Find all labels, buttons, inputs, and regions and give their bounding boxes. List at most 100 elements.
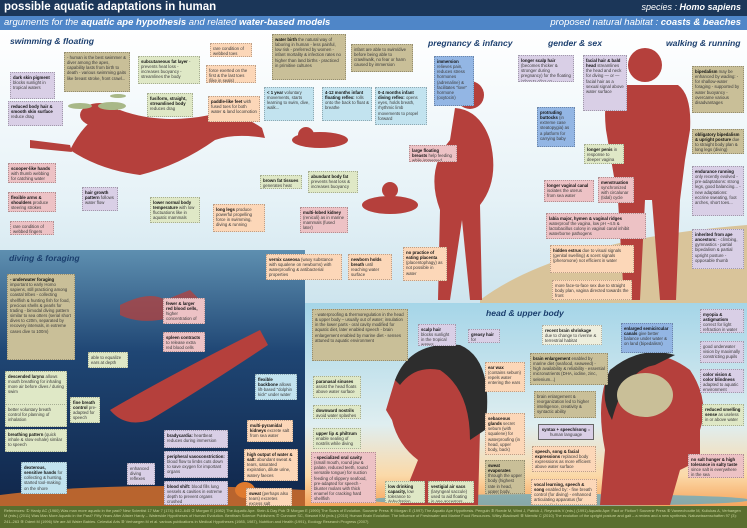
annotation-text: brain enlargement & reorganization led t… xyxy=(537,394,590,415)
subtitle-b1: aquatic ape hypothesis xyxy=(81,17,187,28)
annotation-text: (waxy substance with squalene on newborn… xyxy=(269,257,334,278)
annotation-title: blood shift: xyxy=(167,484,191,489)
annotation-text: more face-to-face sex due to straight bo… xyxy=(555,283,629,299)
annotation-box: sweat evaporates through the upper body … xyxy=(485,460,525,494)
annotation-title: menstruation xyxy=(601,180,629,185)
annotation-box: fine breath control pre-adapted for spee… xyxy=(70,397,100,423)
annotation-text: able to equalize ears at depth xyxy=(91,355,122,366)
annotation-box: paddle-like feet with fused toes for bot… xyxy=(208,96,260,122)
annotation-title: bipedalism xyxy=(695,69,718,74)
annotation-box: multi-lobed kidney (reniculi) as in mari… xyxy=(300,207,348,233)
annotation-title: vocal learning, speech & song xyxy=(534,482,585,493)
annotation-text: opens eyes, holds breath, rhythmic limb … xyxy=(378,95,419,121)
annotation-box: rare condition of webbed toes xyxy=(210,43,252,57)
annotation-text: through the upper body (highest rate in … xyxy=(488,473,522,494)
annotation-title: no practice of eating placenta xyxy=(406,250,438,261)
annotation-box: dexterous, sensitive hands for collectin… xyxy=(21,462,67,494)
annotation-title: inherited from ape ancestors: xyxy=(695,232,733,243)
annotation-title: ear wax xyxy=(488,365,504,370)
annotation-box: enlarged semicircular canals give better… xyxy=(621,323,673,353)
annotation-text: abundant sweat & tears, saturated expira… xyxy=(247,457,292,478)
annotation-title: breathing pattern xyxy=(8,432,44,437)
annotation-box: newborn holds breath until reaching wate… xyxy=(348,254,392,280)
annotation-title: 4-12 months infant floating reflex: xyxy=(325,90,364,101)
annotation-text: (in extreme case steatopygia) as a platf… xyxy=(540,115,570,141)
annotation-box: fewer & larger red blood cells, higher c… xyxy=(163,298,205,324)
annotation-box: downward nostrils avoid water splashes i… xyxy=(313,405,361,419)
annotation-text: force exerted on the first & the last to… xyxy=(209,68,248,83)
annotation-box: flexible arms & shoulders produce steeri… xyxy=(8,192,56,212)
annotation-box: speech, song & facial expressions replac… xyxy=(532,446,596,472)
annotation-text: give better balance under water & on lan… xyxy=(624,331,667,347)
annotation-title: downward nostrils xyxy=(316,408,354,413)
annotation-box: brain enlargement & reorganization led t… xyxy=(534,391,596,418)
annotation-title: paddle-like feet xyxy=(211,99,243,104)
annotation-text: - human is the best swimmer & diver amon… xyxy=(67,55,126,81)
annotation-box: hidden estrus due to visual signals (gen… xyxy=(550,245,634,273)
annotation-box: brain enlargement enabled by marine diet… xyxy=(530,353,608,385)
annotation-title: sweat evaporates xyxy=(488,463,511,474)
annotation-text: better voluntary breath control for plan… xyxy=(8,407,51,423)
annotation-text: important to early Homo sapiens, still p… xyxy=(10,282,71,334)
annotation-box: myopia & astigmatism correct for light r… xyxy=(700,309,744,333)
annotation-text: enable sealing of nostrils while diving xyxy=(316,436,354,447)
annotation-box: more face-to-face sex due to straight bo… xyxy=(552,280,632,300)
annotation-title: newborn holds breath xyxy=(351,257,382,268)
annotation-title: color vision & color blindness xyxy=(703,372,735,383)
annotation-box: no salt hunger & high tolerance in salty… xyxy=(688,454,744,478)
annotation-text: due to visual signals (genital swelling)… xyxy=(553,248,622,264)
annotation-text: may be enhanced by wading: - for shallow… xyxy=(695,69,740,105)
annotation-box: good underwater vision by maximally cons… xyxy=(700,341,744,363)
annotation-box: sebaceous glands secret sebum (with squa… xyxy=(485,413,525,455)
annotation-title: 0-4 months infant diving reflex: xyxy=(378,90,414,101)
annotation-title: speech, song & facial expressions xyxy=(535,449,579,460)
section-title-diving: diving & foraging xyxy=(9,253,80,263)
annotation-box: - underwater foraging important to early… xyxy=(7,274,75,360)
annotation-box: inherited from ape ancestors: - climbing… xyxy=(692,229,744,269)
annotation-title: scooper-like hands xyxy=(11,166,51,171)
annotation-title: - specialized oral cavity xyxy=(314,455,363,460)
annotation-box: peripheral vasoconstriction: blood flow … xyxy=(164,451,228,478)
annotation-title: lower normal body temperature xyxy=(153,200,192,211)
annotation-text: to release extra red blood cells xyxy=(166,340,196,351)
annotation-title: reduced smelling sense xyxy=(705,407,741,418)
annotation-box: blood shift: blood fills lung vessels & … xyxy=(164,481,228,505)
habitat-prefix: proposed natural habitat : xyxy=(550,17,661,28)
annotation-box: rare condition of webbed fingers xyxy=(10,221,54,235)
header-bar: possible aquatic adaptations in human sp… xyxy=(0,0,747,16)
annotation-box: protruding buttocks (in extreme case ste… xyxy=(537,107,575,147)
section-title-head: head & upper body xyxy=(486,308,564,318)
annotation-box: vestigial air sacs (laryngeal saccule) u… xyxy=(428,481,474,503)
annotation-title: longer vaginal canal xyxy=(547,183,589,188)
annotation-title: water birth xyxy=(275,37,297,42)
annotation-text: follows water flow xyxy=(85,195,114,206)
annotation-box: force exerted on the first & the last to… xyxy=(206,65,256,83)
annotation-text: avoid water splashes in xyxy=(316,413,357,419)
annotation-box: multi-pyramidal kidneys excrete salt fro… xyxy=(247,420,293,442)
annotation-title: descended larynx xyxy=(8,374,45,379)
annotation-title: spleen contracts xyxy=(166,335,201,340)
annotation-text: assist the head floats above water surfa… xyxy=(316,384,357,395)
section-title-gender: gender & sex xyxy=(548,38,602,48)
subtitle-mid: and related xyxy=(186,17,239,28)
annotation-title: vestigial air sacs xyxy=(431,484,466,489)
annotation-title: reduced body hair & smooth skin surface xyxy=(11,104,53,115)
annotation-box: longer penis in response to deeper vagin… xyxy=(584,144,624,164)
section-title-walking: walking & running xyxy=(666,38,741,48)
annotation-box: descended larynx allows mouth breathing … xyxy=(5,371,67,405)
annotation-text: with fused toes for both water & land lo… xyxy=(211,99,257,115)
annotation-text: blocks sunlight in tropical waters xyxy=(13,80,46,91)
annotation-text: reduces drag xyxy=(150,106,176,112)
annotation-text: for collecting & hunting, started tool-m… xyxy=(24,470,63,491)
annotation-box: labia major, hymen & vaginal ridges wate… xyxy=(546,213,646,239)
annotation-box: reduced smelling sense as useless in or … xyxy=(702,404,744,426)
annotation-title: hidden estrus xyxy=(553,248,582,253)
annotation-box: < 1 year voluntary movements, starts lea… xyxy=(264,87,314,121)
annotation-text: = human language xyxy=(549,427,591,438)
annotation-text: (laryngeal saccule) used to aid floating… xyxy=(431,489,468,503)
annotation-title: - underwater foraging xyxy=(10,277,55,282)
annotation-text: - prevents heat loss - increases buoyanc… xyxy=(141,59,191,80)
annotation-title: protruding buttocks xyxy=(540,110,562,121)
annotation-title: endurance running xyxy=(695,169,734,174)
annotation-text: blood fills lung vessels & cavities in e… xyxy=(167,484,223,505)
